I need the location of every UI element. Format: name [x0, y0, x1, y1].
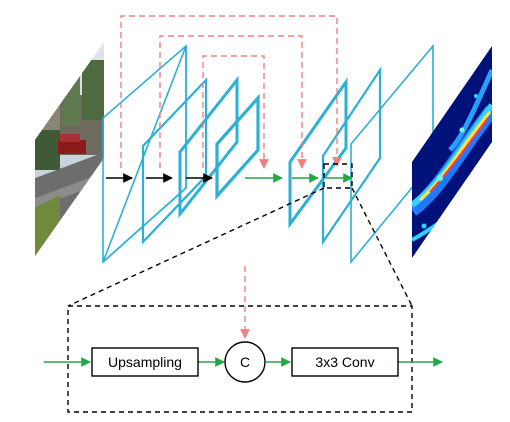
layer-encoder-1-outline: [102, 44, 187, 264]
upsampling-label: Upsampling: [108, 354, 182, 370]
zoom-indicator: [67, 163, 413, 413]
layer-encoder-2: [141, 77, 208, 245]
zoom-line-right: [351, 187, 413, 307]
upsampling-block: Upsampling: [91, 347, 199, 377]
layer-decoder-3: [350, 43, 434, 265]
zoom-source-box: [323, 163, 353, 189]
skip-connection-2: [159, 35, 307, 169]
concat-label: C: [240, 354, 250, 370]
layer-decoder-1: [288, 77, 348, 229]
layer-decoder-2: [321, 66, 382, 246]
zoom-line-left: [67, 187, 325, 307]
network-layers: [102, 43, 434, 265]
layer-encoder-1: [102, 45, 187, 263]
skip-connections: [120, 15, 342, 339]
detail-panel: [67, 305, 413, 413]
input-photo: [35, 42, 104, 256]
conv-block: 3x3 Conv: [291, 347, 399, 377]
skip-connection-1: [120, 15, 342, 168]
skip-connection-3: [202, 55, 269, 169]
concat-circle-icon: C: [224, 341, 266, 383]
output-heatmap: [412, 46, 492, 258]
conv-label: 3x3 Conv: [315, 354, 374, 370]
layer-encoder-4: [215, 93, 260, 201]
